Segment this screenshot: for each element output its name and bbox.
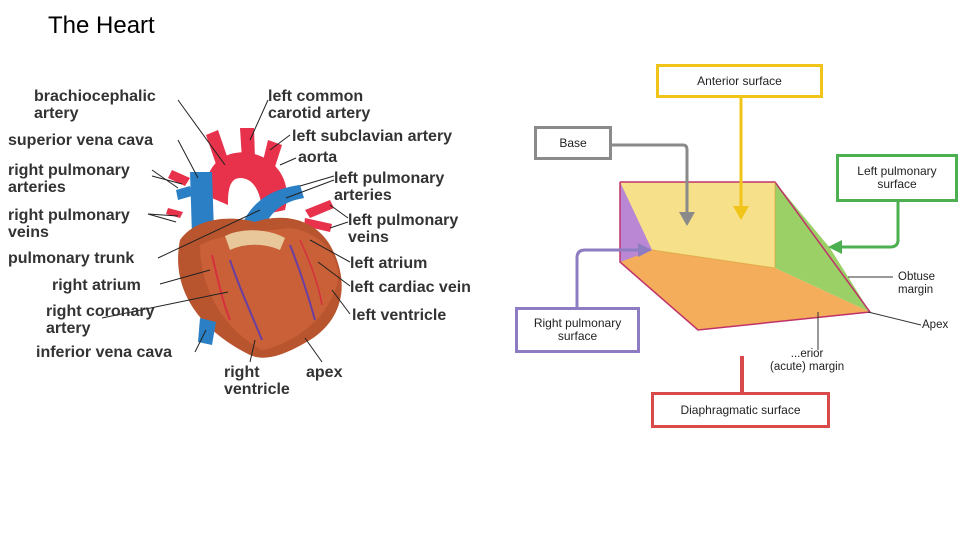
label-left-pulmonary-arteries: left pulmonary arteries xyxy=(334,170,445,204)
label-pulmonary-trunk: pulmonary trunk xyxy=(8,250,135,267)
label-left-atrium: left atrium xyxy=(350,255,428,272)
label-obtuse-margin: Obtuse margin xyxy=(898,271,936,296)
anterior-surface-box: Anterior surface xyxy=(656,64,823,98)
label-right-ventricle: right ventricle xyxy=(224,364,290,398)
label-left-common-carotid-artery: left common carotid artery xyxy=(268,88,371,122)
label-brachiocephalic-artery: brachiocephalic artery xyxy=(34,88,156,122)
label-inferior-acute-margin: ...erior (acute) margin xyxy=(770,348,845,373)
left-pulmonary-surface-box: Left pulmonary surface xyxy=(836,154,958,202)
diaphragmatic-surface-box: Diaphragmatic surface xyxy=(651,392,830,428)
slide-title: The Heart xyxy=(48,12,155,39)
right-pulmonary-surface-box: Right pulmonary surface xyxy=(515,307,640,353)
label-aorta: aorta xyxy=(298,149,338,166)
label-left-pulmonary-veins: left pulmonary veins xyxy=(348,212,459,246)
label-inferior-vena-cava: inferior vena cava xyxy=(36,344,173,361)
base-box: Base xyxy=(534,126,612,160)
label-right-pulmonary-veins: right pulmonary veins xyxy=(8,207,130,241)
label-right-atrium: right atrium xyxy=(52,277,141,294)
label-left-cardiac-vein: left cardiac vein xyxy=(350,279,471,296)
label-superior-vena-cava: superior vena cava xyxy=(8,132,153,149)
label-right-pulmonary-arteries: right pulmonary arteries xyxy=(8,162,130,196)
label-left-ventricle: left ventricle xyxy=(352,307,447,324)
label-left-subclavian-artery: left subclavian artery xyxy=(292,128,453,145)
label-right-coronary-artery: right coronary artery xyxy=(46,303,155,337)
label-apex: apex xyxy=(306,364,343,381)
label-prism-apex: Apex xyxy=(922,319,949,331)
